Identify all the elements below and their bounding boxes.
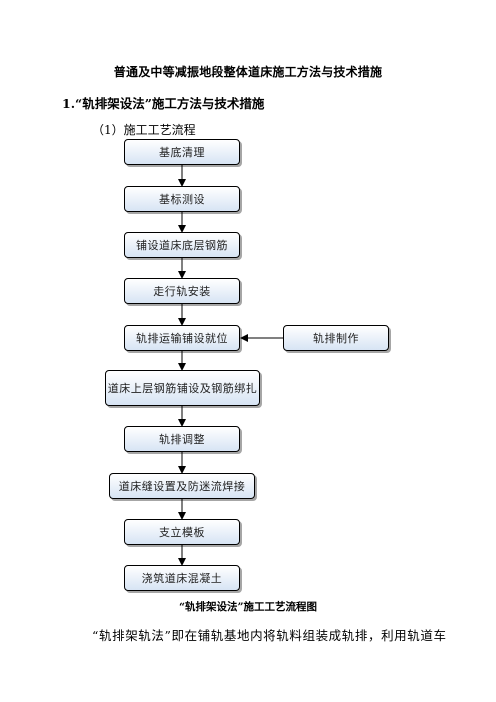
flow-step-6: 道床上层钢筋铺设及钢筋绑扎 bbox=[105, 370, 260, 406]
flow-step-7: 轨排调整 bbox=[124, 426, 240, 452]
flow-step-4: 走行轨安装 bbox=[124, 278, 240, 304]
flow-step-5: 轨排运输铺设就位 bbox=[124, 325, 240, 351]
page-title: 普通及中等减振地段整体道床施工方法与技术措施 bbox=[113, 65, 383, 79]
flow-step-9: 支立模板 bbox=[124, 519, 240, 545]
figure-caption: “轨排架设法”施工工艺流程图 bbox=[178, 601, 318, 613]
section-heading: 1.“轨排架设法”施工方法与技术措施 bbox=[62, 96, 265, 111]
flow-side-input: 轨排制作 bbox=[283, 325, 389, 351]
body-paragraph: “轨排架轨法”即在铺轨基地内将轨料组装成轨排，利用轨道车 bbox=[92, 628, 447, 643]
flow-step-8: 道床缝设置及防迷流焊接 bbox=[109, 473, 255, 499]
sub-heading: （1）施工工艺流程 bbox=[92, 123, 196, 137]
flow-step-1: 基底清理 bbox=[124, 139, 240, 165]
flow-step-3: 铺设道床底层钢筋 bbox=[124, 232, 240, 258]
flow-step-2: 基标测设 bbox=[124, 186, 240, 212]
flow-step-10: 浇筑道床混凝土 bbox=[124, 565, 240, 591]
